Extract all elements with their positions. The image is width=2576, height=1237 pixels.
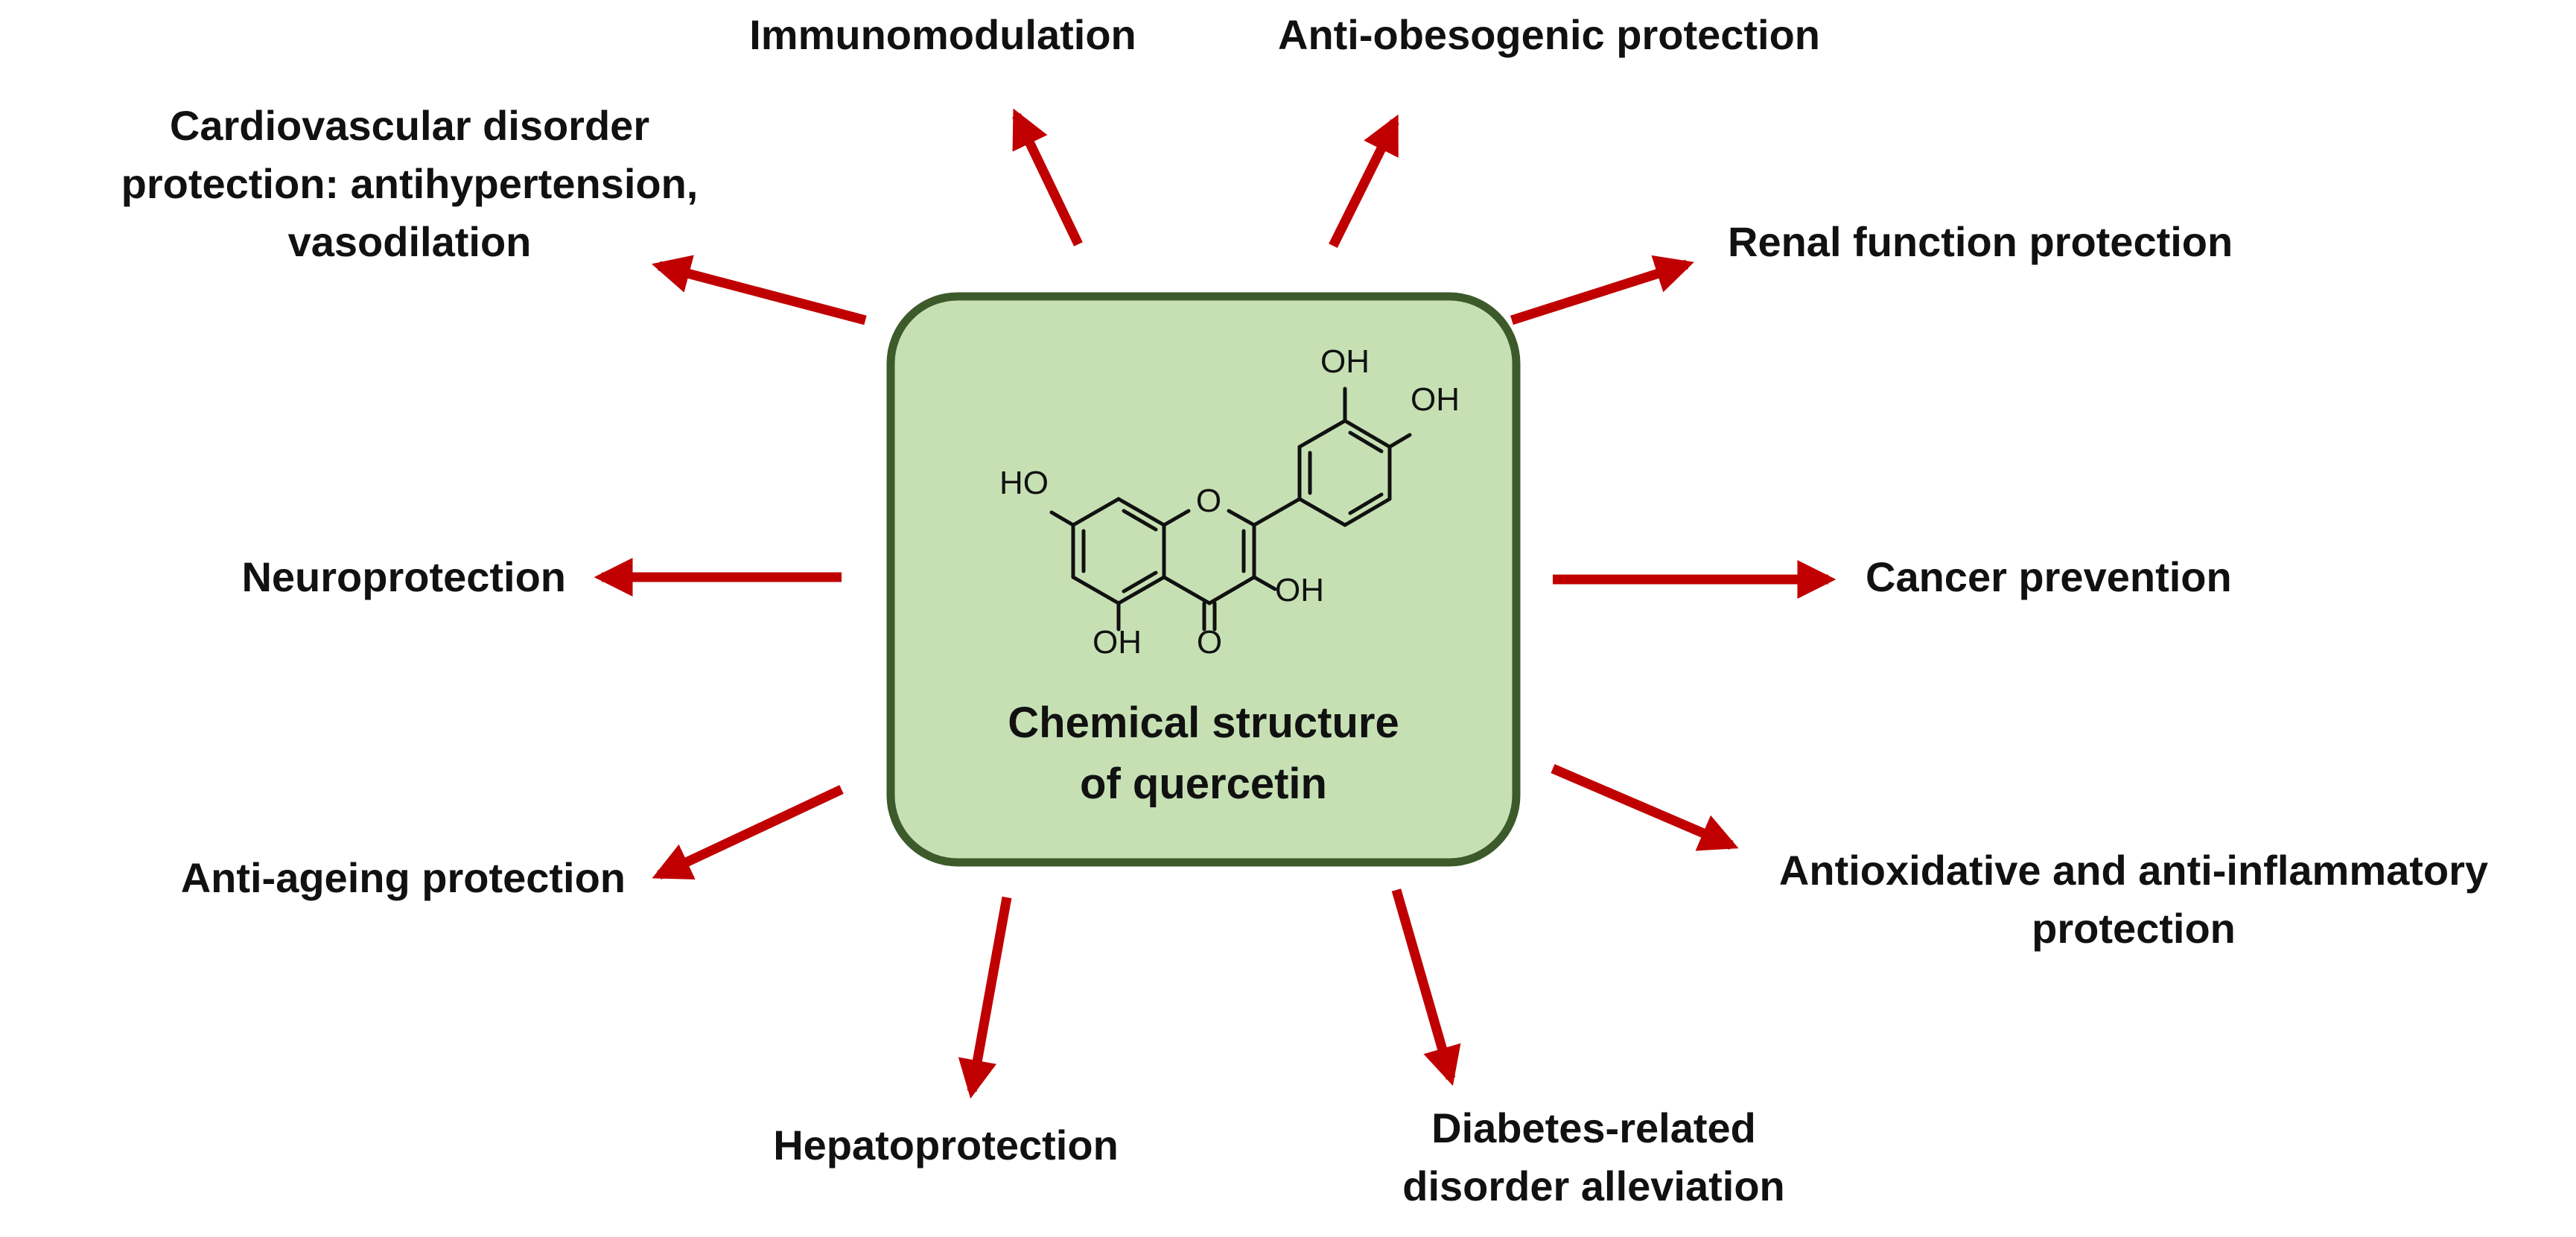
label-cancer: Cancer prevention xyxy=(1866,553,2232,600)
caption-line: Chemical structure xyxy=(1008,699,1399,747)
atom-ring-o: O xyxy=(1196,483,1221,519)
atom-ho-left: HO xyxy=(999,465,1049,501)
label-renal: Renal function protection xyxy=(1728,218,2233,265)
atom-oh-3: OH xyxy=(1275,572,1324,608)
label-antioxidative: Antioxidative and anti-inflammatory prot… xyxy=(1778,847,2489,952)
quercetin-structure xyxy=(1049,387,1412,632)
arrow-diabetes xyxy=(1391,888,1461,1086)
label-immunomodulation: Immunomodulation xyxy=(749,11,1136,58)
arrow-anti-obesogenic xyxy=(1329,114,1399,248)
atom-labels: OH OH HO O OH OH O xyxy=(999,343,1460,661)
label-diabetes: Diabetes-related disorder alleviation xyxy=(1402,1104,1785,1209)
atom-carbonyl-o: O xyxy=(1197,624,1222,661)
caption-line: of quercetin xyxy=(1080,760,1327,808)
arrow-hepatoprotection xyxy=(958,896,1012,1099)
label-neuroprotection: Neuroprotection xyxy=(241,553,566,600)
label-hepatoprotection: Hepatoprotection xyxy=(773,1122,1119,1168)
label-cardiovascular: Cardiovascular disorder protection: anti… xyxy=(121,102,699,265)
label-anti-obesogenic: Anti-obesogenic protection xyxy=(1278,11,1820,58)
arrows xyxy=(594,108,1836,1099)
arrow-renal xyxy=(1510,255,1694,325)
arrow-immunomodulation xyxy=(1012,108,1083,247)
atom-oh-top: OH xyxy=(1320,343,1370,380)
arrow-antioxidative xyxy=(1551,764,1739,851)
label-anti-ageing: Anti-ageing protection xyxy=(180,854,626,901)
atom-oh-right: OH xyxy=(1411,381,1460,418)
center-caption: Chemical structure of quercetin xyxy=(891,693,1516,815)
arrow-anti-ageing xyxy=(652,785,844,880)
arrow-cardiovascular xyxy=(651,255,867,325)
atom-oh-5: OH xyxy=(1093,624,1142,661)
